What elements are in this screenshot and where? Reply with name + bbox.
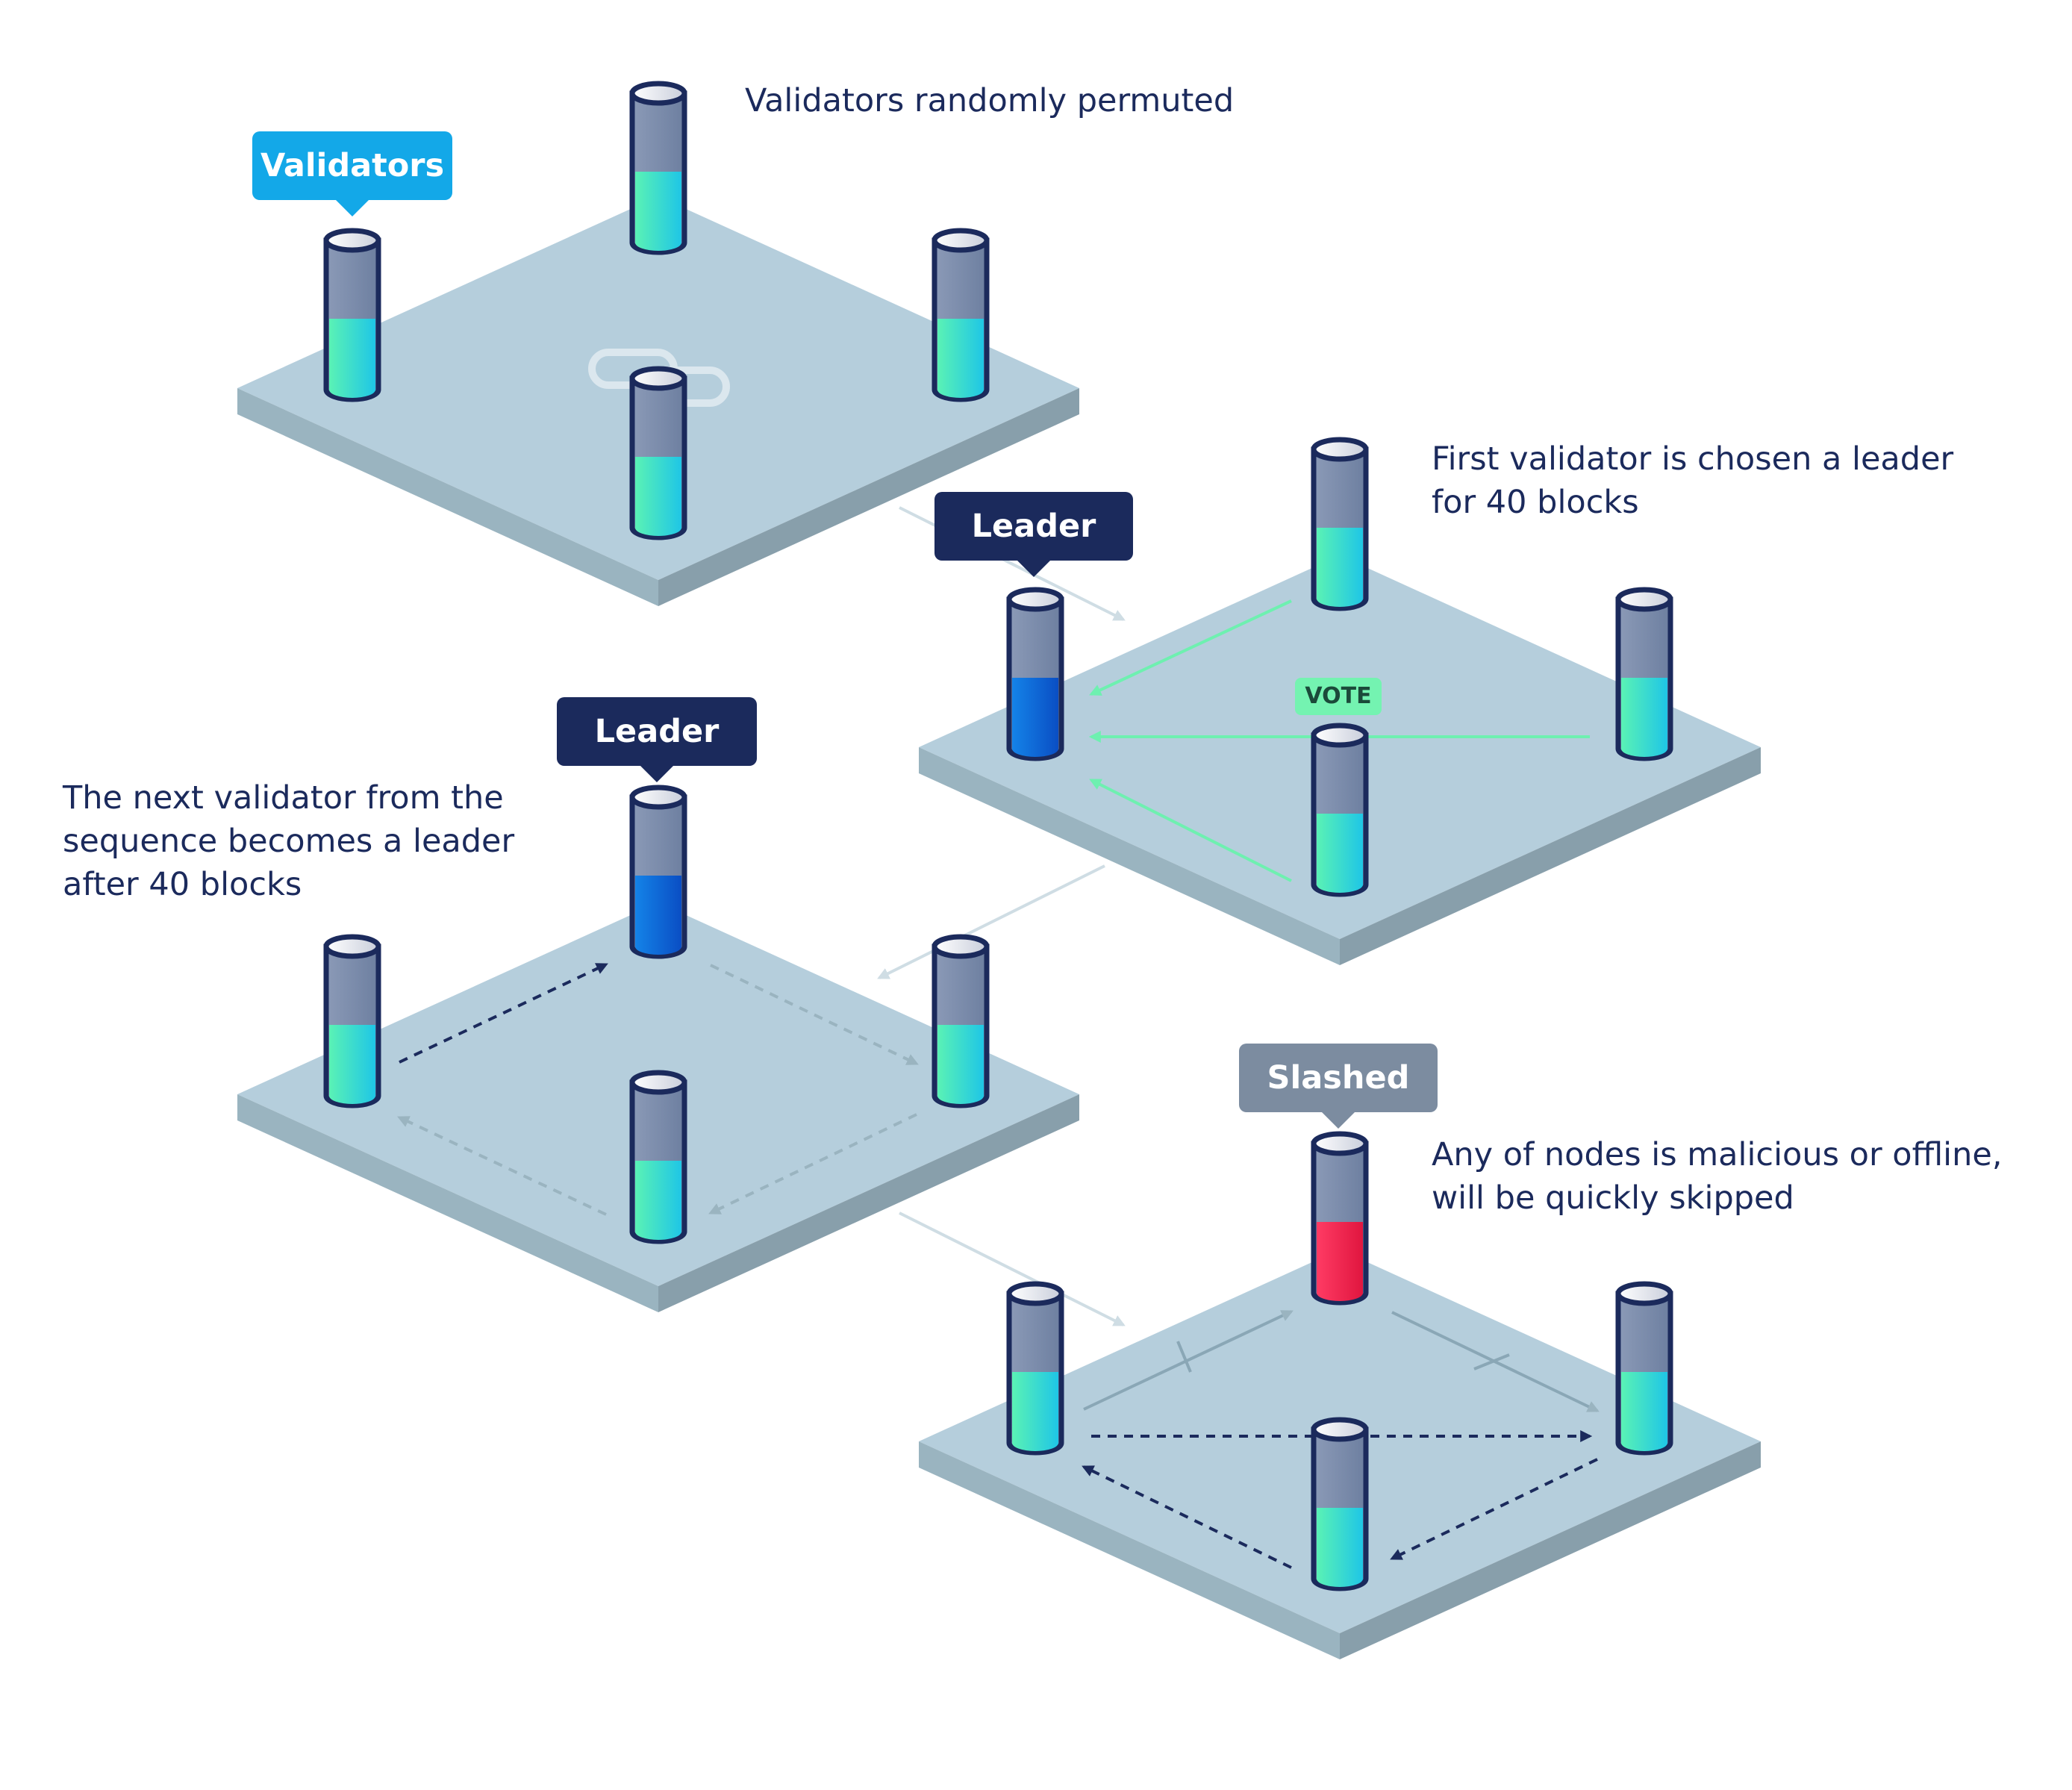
stage-slashed-skip: [919, 1131, 1761, 1659]
leader-tag: Leader: [557, 697, 757, 782]
rotation-arrow: [397, 1116, 607, 1216]
skip-mark: [1473, 1353, 1510, 1370]
slashed-validator-node: [1311, 1131, 1369, 1306]
validator-node: [1311, 437, 1369, 611]
vote-arrow: [1089, 599, 1292, 696]
stage-permuted: [237, 81, 1079, 606]
validator-node: [1311, 1417, 1369, 1591]
validator-node: [1006, 1281, 1064, 1456]
transition-arrow-3: [899, 1211, 1126, 1326]
slashed-tag: Slashed: [1239, 1044, 1438, 1129]
validator-node: [1615, 587, 1673, 761]
skipped-path-arrows: [1083, 1310, 1600, 1412]
skipped-arrow: [1083, 1310, 1294, 1411]
stage-transition-arrows: [877, 506, 1126, 1326]
validator-node: [1311, 723, 1369, 897]
caption-node-skipped: Any of nodes is malicious or offline, wi…: [1432, 1136, 2003, 1217]
validators-tag: Validators: [252, 131, 452, 216]
validator-node: [932, 934, 990, 1108]
validator-node: [629, 1070, 687, 1244]
caption-next-leader: The next validator from the sequence bec…: [63, 779, 515, 903]
vote-arrow: [1089, 779, 1292, 882]
transition-arrow-2: [877, 864, 1105, 979]
rotation-arrow: [708, 1113, 917, 1214]
validator-node: [1615, 1281, 1673, 1456]
stage-leader-rotation: [237, 785, 1079, 1312]
skip-mark: [1176, 1341, 1192, 1373]
validator-node: [629, 81, 687, 255]
leader-tag: Leader: [934, 492, 1133, 577]
validator-node: [323, 228, 381, 402]
rotation-arrow-active: [399, 963, 608, 1064]
leader-validator-node: [1006, 587, 1064, 761]
rotation-arrow: [1082, 1465, 1292, 1569]
validator-node: [932, 228, 990, 402]
validator-node: [323, 934, 381, 1108]
vote-badge: VOTE: [1295, 678, 1382, 715]
validator-node: [629, 366, 687, 540]
leader-validator-node: [629, 785, 687, 959]
stage-leader-election: [919, 437, 1761, 965]
caption-validators-permuted: Validators randomly permuted: [745, 82, 1235, 119]
rotation-arrow: [1390, 1458, 1598, 1560]
rotation-arrows: [397, 963, 919, 1216]
rotation-arrow: [710, 964, 919, 1065]
caption-leader-chosen: First validator is chosen a leader for 4…: [1432, 440, 1954, 521]
